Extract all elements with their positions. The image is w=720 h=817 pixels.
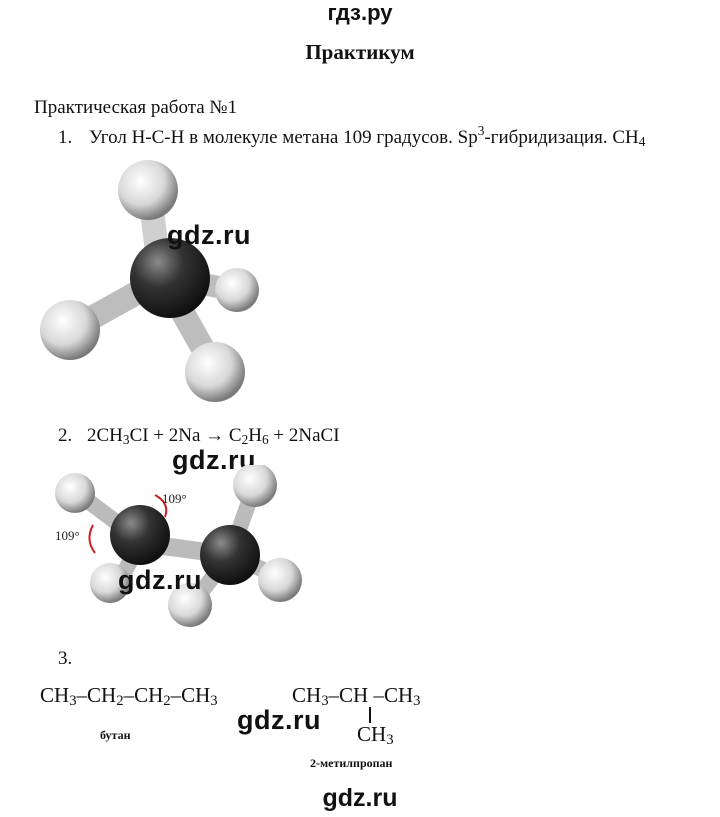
watermark: gdz.ru <box>118 565 202 595</box>
watermark: gdz.ru <box>167 220 251 250</box>
hydrogen-atom <box>118 160 178 220</box>
hydrogen-atom <box>90 563 130 603</box>
hydrogen-atom <box>55 473 95 513</box>
item2-eq-d: + 2NaCI <box>268 425 340 446</box>
item2-number: 2. <box>58 425 73 446</box>
angle-arc <box>154 494 168 518</box>
butane-formula: CH3–CH2–CH2–CH3 <box>40 683 218 709</box>
hydrogen-atom <box>233 465 277 507</box>
item2-eq-c: H <box>248 425 262 446</box>
angle-arc <box>88 524 96 554</box>
item1-text-b: -гибридизация. CH <box>484 127 639 148</box>
butane-label: бутан <box>100 728 131 742</box>
hydrogen-atom <box>168 583 212 627</box>
item2-eq-c-sub: 6 <box>262 432 269 447</box>
carbon-atom <box>110 505 170 565</box>
formula-ch3: CH <box>40 683 70 707</box>
item3-number: 3. <box>58 648 73 669</box>
watermark: gdz.ru <box>237 705 321 735</box>
item1-sub: 4 <box>638 134 646 149</box>
isobutane-branch: CH3 <box>357 722 394 748</box>
isobutane-formula: CH3–CH –CH3 <box>292 683 421 709</box>
hydrogen-atom <box>185 342 245 402</box>
carbon-atom <box>130 238 210 318</box>
item2-eq-a-sub: 3 <box>122 432 130 447</box>
item2-eq-b: CI + 2Na → C <box>129 425 242 446</box>
item2-line: 2. 2CH3CI + 2Na → C2H6 + 2NaCI <box>58 425 340 448</box>
angle-label: 109° <box>55 528 80 543</box>
hydrogen-atom <box>258 558 302 602</box>
item2-eq-a: 2CH <box>87 425 123 446</box>
angle-label: 109° <box>162 491 187 506</box>
branch-bond <box>369 707 371 723</box>
item1-text-a: Угол Н-С-Н в молекуле метана 109 градусо… <box>89 127 478 148</box>
item1-sup: 3 <box>477 123 485 138</box>
footer-watermark[interactable]: gdz.ru <box>322 784 398 812</box>
item1-number: 1. <box>58 127 73 148</box>
ethane-model: 109° 109° <box>55 465 302 627</box>
site-header[interactable]: гдз.ру <box>327 0 393 25</box>
page-title: Практикум <box>305 40 415 64</box>
item1-line: 1. Угол Н-С-Н в молекуле метана 109 град… <box>58 123 645 150</box>
item2-eq-b-sub: 2 <box>241 432 249 447</box>
hydrogen-atom <box>40 300 100 360</box>
methane-model <box>40 160 259 402</box>
work-title: Практическая работа №1 <box>34 97 238 118</box>
isobutane-label: 2-метилпропан <box>310 756 393 770</box>
carbon-atom <box>200 525 260 585</box>
hydrogen-atom <box>215 268 259 312</box>
